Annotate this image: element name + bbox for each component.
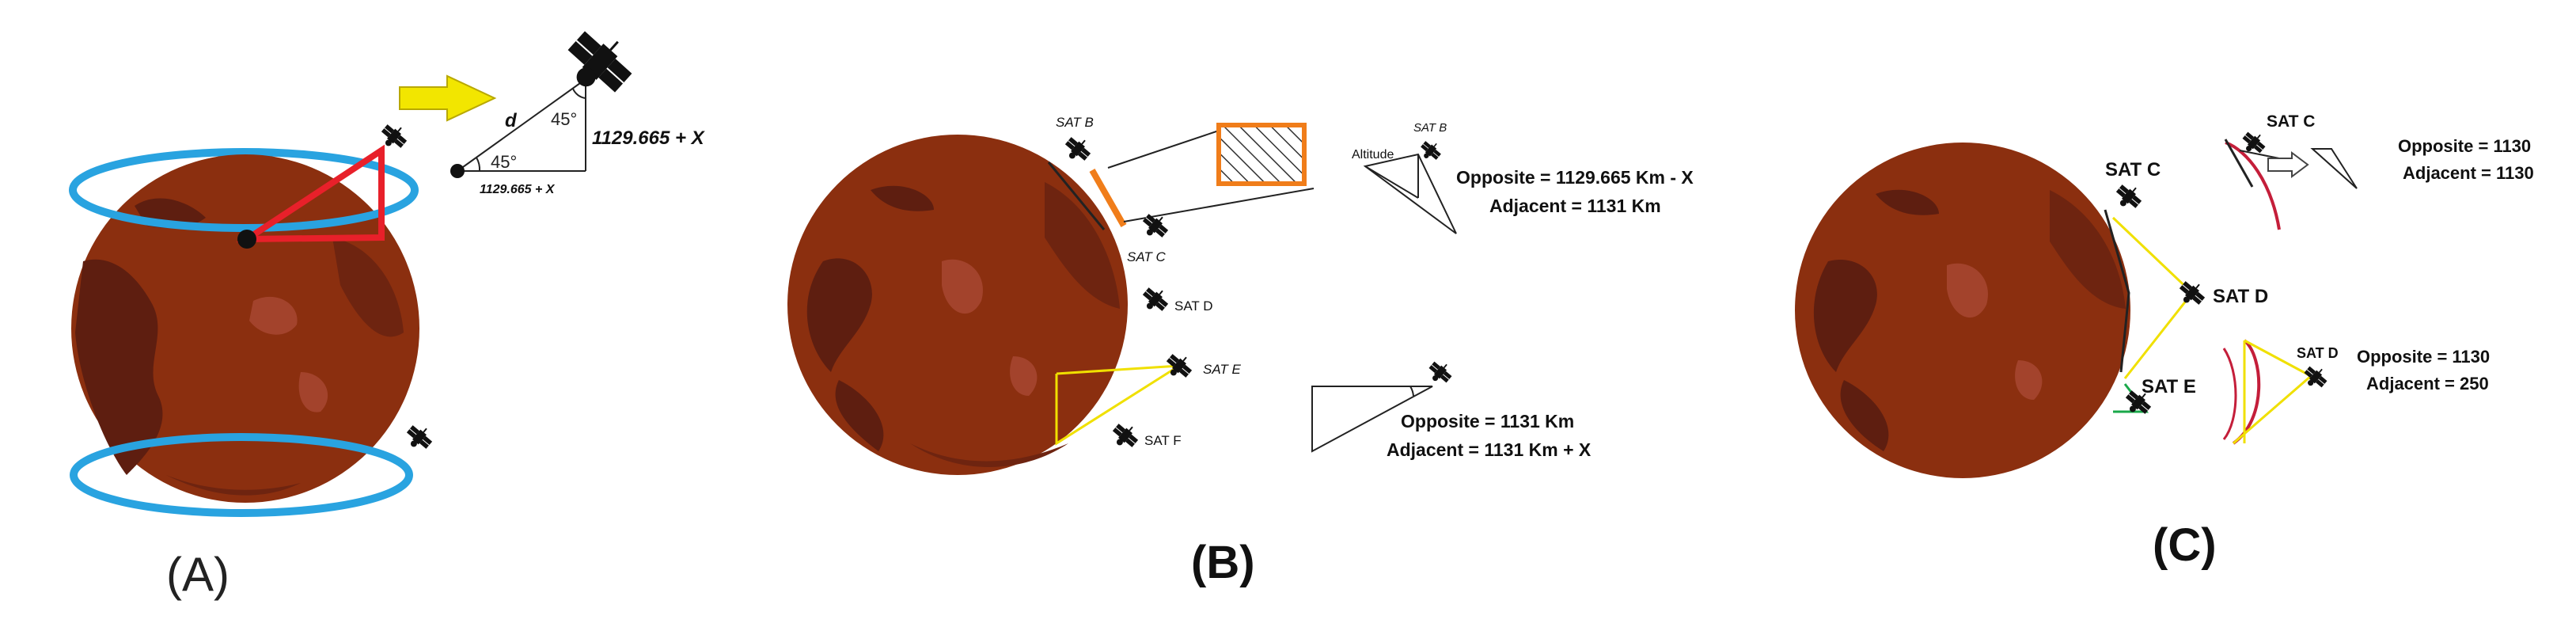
panel-b: SAT B SAT C SAT D SAT E SAT F SAT B Alti… xyxy=(787,115,1694,588)
geometry-triangle-a xyxy=(450,78,586,178)
panel-a: d 45° 45° 1129.665 + X 1129.665 + X (A) xyxy=(69,19,706,601)
opposite-b2: Opposite = 1131 Km xyxy=(1401,411,1574,431)
arc-detail-lower xyxy=(2232,339,2261,445)
red-triangle xyxy=(236,144,385,243)
sat-c-small-label: SAT C xyxy=(2267,112,2315,131)
satellite-c-icon-c xyxy=(2111,178,2147,215)
planet-center-dot xyxy=(237,230,256,249)
sat-d-label-c: SAT D xyxy=(2213,286,2268,307)
orbit-ring-bottom xyxy=(70,433,413,517)
adjacent-c2: Adjacent = 250 xyxy=(2366,374,2489,393)
sat-e-label-c: SAT E xyxy=(2142,376,2196,397)
small-wedge-c xyxy=(2310,148,2358,189)
adjacent-b1: Adjacent = 1131 Km xyxy=(1489,196,1661,216)
opposite-b1: Opposite = 1129.665 Km - X xyxy=(1456,167,1694,188)
satellite-b-icon xyxy=(1060,131,1096,167)
planet-c xyxy=(1795,143,2130,478)
dark-edge-c xyxy=(2104,209,2130,373)
link-line-b xyxy=(1047,162,1106,230)
sat-c-label-c: SAT C xyxy=(2105,159,2161,181)
sat-b-small-label: SAT B xyxy=(1413,121,1447,135)
yellow-arrow-icon xyxy=(399,74,497,122)
satellite-e-small-icon xyxy=(1424,356,1457,389)
angle-bottom-label: 45° xyxy=(491,152,517,172)
satellite-f-icon xyxy=(1107,417,1144,454)
hyp-label: d xyxy=(505,110,518,131)
panel-c: SAT C SAT D SAT E SAT C Opposite = 1130 … xyxy=(1795,112,2534,571)
lower-triangle-b xyxy=(1311,386,1433,453)
opposite-c1: Opposite = 1130 xyxy=(2398,136,2531,156)
satellite-d-icon xyxy=(1137,281,1174,317)
caption-a: (A) xyxy=(166,548,230,601)
adjacent-b2: Adjacent = 1131 Km + X xyxy=(1387,439,1592,460)
base-label: 1129.665 + X xyxy=(480,183,556,196)
caption-c: (C) xyxy=(2153,519,2217,571)
orange-highlight-line xyxy=(1089,169,1127,227)
planet-b xyxy=(787,135,1128,475)
sat-c-label: SAT C xyxy=(1127,249,1167,264)
sat-b-label: SAT B xyxy=(1056,115,1094,130)
orbit-ring-top-back xyxy=(69,148,419,191)
sat-e-label: SAT E xyxy=(1203,362,1242,377)
sat-f-label: SAT F xyxy=(1144,433,1182,448)
zoom-inset-box xyxy=(1216,123,1307,186)
adjacent-c1: Adjacent = 1130 xyxy=(2403,163,2534,183)
side-label: 1129.665 + X xyxy=(592,127,706,149)
opposite-c2: Opposite = 1130 xyxy=(2357,347,2490,367)
altitude-triangle xyxy=(1363,153,1457,234)
altitude-label: Altitude xyxy=(1352,148,1394,162)
sat-d-label: SAT D xyxy=(1174,298,1213,314)
arrow-outline-icon xyxy=(2267,151,2309,178)
yellow-coverage-lines xyxy=(1055,364,1180,446)
satellite-a-bottom-icon xyxy=(401,419,438,455)
arc-detail-upper xyxy=(2225,141,2281,230)
satellite-d-small-icon xyxy=(2299,361,2332,393)
angle-top-label: 45° xyxy=(551,109,577,129)
sat-d-small-label: SAT D xyxy=(2297,345,2339,361)
caption-b: (B) xyxy=(1191,537,1255,588)
orbit-ring-top-front xyxy=(69,189,419,232)
satellite-large-icon xyxy=(555,19,643,107)
